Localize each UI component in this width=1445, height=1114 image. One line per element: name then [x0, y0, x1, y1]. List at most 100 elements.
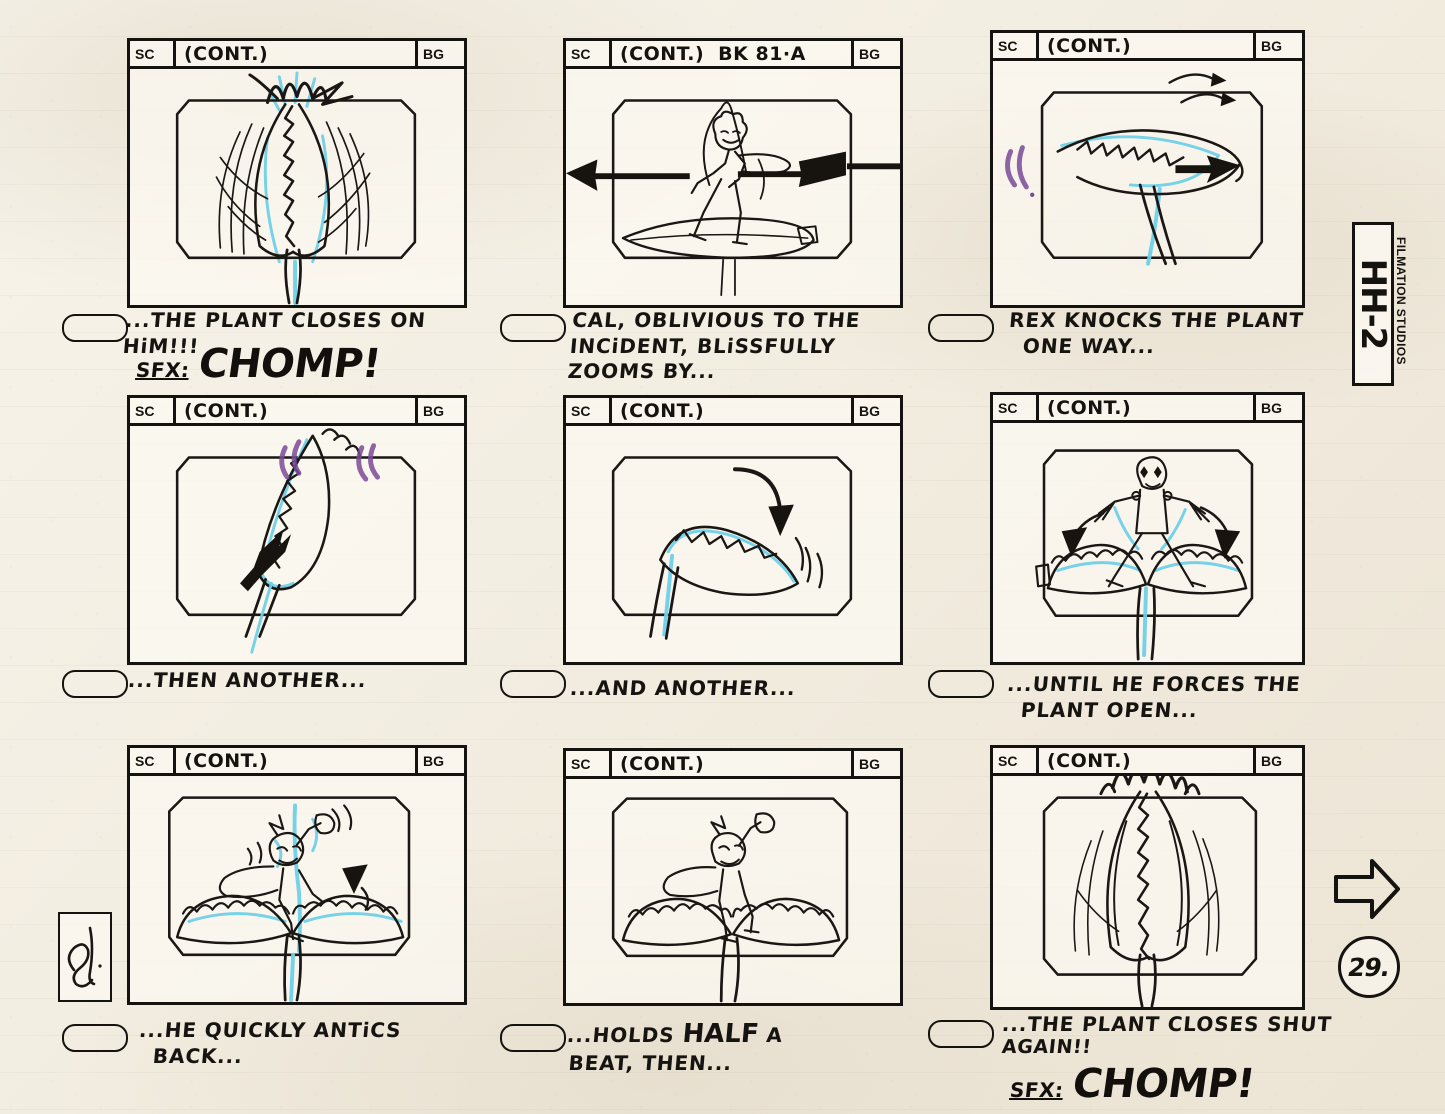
panel-2-caption-line-2: INCiDENT, BLiSSFULLY ZOOMS BY...	[566, 333, 837, 384]
panel-6-bg-label: BG	[1261, 399, 1282, 416]
panel-8: SC (CONT.) BG	[563, 748, 903, 1006]
panel-4-caption-line-1: ...THEN ANOTHER...	[127, 668, 368, 692]
panel-2-caption-line-1: CAL, OBLIVIOUS TO THE	[571, 308, 862, 332]
panel-1-sfx: SFX: CHOMP!	[134, 341, 384, 387]
panel-9-sfx-label: SFX:	[1008, 1078, 1065, 1102]
panel-2-header: SC (CONT.) BK 81·A BG	[566, 41, 900, 69]
panel-1-bg-label: BG	[423, 45, 444, 62]
panel-7-scene-pill[interactable]	[62, 1024, 128, 1052]
panel-9-scene-pill[interactable]	[928, 1020, 994, 1048]
panel-4-frame: SC (CONT.) BG	[127, 395, 467, 665]
panel-2-bg-label: BG	[859, 45, 880, 62]
panel-9-caption-text: ...THE PLANT CLOSES SHUT	[1001, 1012, 1359, 1038]
panel-4-artwork	[130, 426, 464, 662]
panel-8-bg-label: BG	[859, 755, 880, 772]
panel-8-scene-field[interactable]: (CONT.)	[612, 751, 854, 776]
panel-9-artwork	[993, 776, 1302, 1007]
panel-5-header: SC (CONT.) BG	[566, 398, 900, 426]
panel-8-artwork	[566, 779, 900, 1003]
panel-3-sc-label: SC	[993, 33, 1039, 58]
panel-4: SC (CONT.) BG	[127, 395, 467, 665]
panel-8-header: SC (CONT.) BG	[566, 751, 900, 779]
panel-9-sfx: SFX: CHOMP!	[1008, 1061, 1258, 1107]
next-page-arrow-icon	[1332, 855, 1402, 927]
episode-code-box: HH-2	[1352, 222, 1394, 386]
panel-4-scene-field[interactable]: (CONT.)	[176, 398, 418, 423]
panel-5-scene-pill[interactable]	[500, 670, 566, 698]
panel-6-artwork	[993, 423, 1302, 662]
panel-3-frame: SC (CONT.) BG	[990, 30, 1305, 308]
panel-9-scene-field[interactable]: (CONT.)	[1039, 748, 1256, 773]
panel-4-header: SC (CONT.) BG	[130, 398, 464, 426]
panel-2-caption: CAL, OBLIVIOUS TO THE INCiDENT, BLiSSFUL…	[500, 308, 920, 392]
panel-6-frame: SC (CONT.) BG	[990, 392, 1305, 665]
panel-7: SC (CONT.) BG	[127, 745, 467, 1005]
panel-5-sc-label: SC	[566, 398, 612, 423]
panel-2-scene-pill[interactable]	[500, 314, 566, 342]
panel-2-sc-label: SC	[566, 41, 612, 66]
panel-2-frame: SC (CONT.) BK 81·A BG	[563, 38, 903, 308]
panel-2-artwork	[566, 69, 900, 305]
page-number-badge: 29.	[1338, 936, 1400, 998]
panel-9: SC (CONT.) BG	[990, 745, 1305, 1010]
panel-1-sfx-text: CHOMP!	[196, 341, 384, 387]
panel-6-caption-text: ...UNTIL HE FORCES THE PLANT OPEN...	[1004, 672, 1350, 723]
panel-4-caption-text: ...THEN ANOTHER...	[127, 668, 473, 694]
artist-signature-box	[58, 912, 112, 1002]
panel-1-header: SC (CONT.) BG	[130, 41, 464, 69]
panel-4-caption: ...THEN ANOTHER...	[62, 668, 472, 728]
panel-3-bg-label: BG	[1261, 37, 1282, 54]
panel-7-bg-label: BG	[423, 752, 444, 769]
panel-9-header: SC (CONT.) BG	[993, 748, 1302, 776]
panel-7-header: SC (CONT.) BG	[130, 748, 464, 776]
panel-5-caption: ...AND ANOTHER...	[500, 668, 910, 728]
studio-credit-text: FILMATION STUDIOS	[1394, 237, 1408, 365]
panel-1: SC (CONT.) BG	[127, 38, 467, 308]
panel-9-sc-label: SC	[993, 748, 1039, 773]
panel-8-caption-prefix: ...HOLDS	[566, 1023, 684, 1047]
panel-8-caption-emphasis: HALF	[681, 1019, 761, 1049]
panel-1-scene-pill[interactable]	[62, 314, 128, 342]
panel-9-sfx-text: CHOMP!	[1070, 1061, 1258, 1107]
panel-7-artwork	[130, 776, 464, 1002]
panel-1-sfx-label: SFX:	[134, 358, 191, 382]
panel-6-scene-field[interactable]: (CONT.)	[1039, 395, 1256, 420]
episode-code-text: HH-2	[1353, 258, 1393, 350]
panel-1-scene-field[interactable]: (CONT.)	[176, 41, 418, 66]
panel-6-header: SC (CONT.) BG	[993, 395, 1302, 423]
panel-3-scene-pill[interactable]	[928, 314, 994, 342]
panel-2-caption-text: CAL, OBLIVIOUS TO THE INCiDENT, BLiSSFUL…	[567, 308, 924, 385]
panel-8-sc-label: SC	[566, 751, 612, 776]
panel-7-caption-line-2: BACK...	[151, 1043, 244, 1068]
panel-6-scene-pill[interactable]	[928, 670, 994, 698]
panel-5-artwork	[566, 426, 900, 662]
panel-3-scene-field[interactable]: (CONT.)	[1039, 33, 1256, 58]
panel-9-frame: SC (CONT.) BG	[990, 745, 1305, 1010]
panel-6-sc-label: SC	[993, 395, 1039, 420]
panel-6-caption-line-1: ...UNTIL HE FORCES THE	[1006, 672, 1302, 696]
panel-2: SC (CONT.) BK 81·A BG	[563, 38, 903, 308]
panel-1-frame: SC (CONT.) BG	[127, 38, 467, 308]
panel-4-scene-pill[interactable]	[62, 670, 128, 698]
panel-7-scene-field[interactable]: (CONT.)	[176, 748, 418, 773]
panel-9-caption-line-2: AGAIN!!	[1000, 1036, 1093, 1058]
panel-5-caption-line-1: ...AND ANOTHER...	[569, 676, 797, 700]
panel-5: SC (CONT.) BG	[563, 395, 903, 665]
panel-6-caption: ...UNTIL HE FORCES THE PLANT OPEN...	[928, 668, 1348, 738]
panel-2-scene-field[interactable]: (CONT.) BK 81·A	[612, 41, 854, 66]
panel-6-caption-line-2: PLANT OPEN...	[1019, 697, 1199, 722]
panel-1-sc-label: SC	[130, 41, 176, 66]
panel-3-caption-text: REX KNOCKS THE PLANT ONE WAY...	[1006, 308, 1350, 359]
panel-3-header: SC (CONT.) BG	[993, 33, 1302, 61]
panel-7-caption: ...HE QUICKLY ANTiCS BACK...	[62, 1018, 482, 1098]
panel-7-sc-label: SC	[130, 748, 176, 773]
panel-7-caption-line-1: ...HE QUICKLY ANTiCS	[138, 1018, 403, 1042]
panel-5-scene-field[interactable]: (CONT.)	[612, 398, 854, 423]
panel-8-scene-pill[interactable]	[500, 1024, 566, 1052]
panel-3: SC (CONT.) BG	[990, 30, 1305, 308]
panel-8-caption-line-2: BEAT, THEN...	[567, 1051, 734, 1076]
panel-4-bg-label: BG	[423, 402, 444, 419]
panel-8-caption: ...HOLDS HALF A BEAT, THEN...	[500, 1019, 920, 1098]
panel-9-bg-label: BG	[1261, 752, 1282, 769]
